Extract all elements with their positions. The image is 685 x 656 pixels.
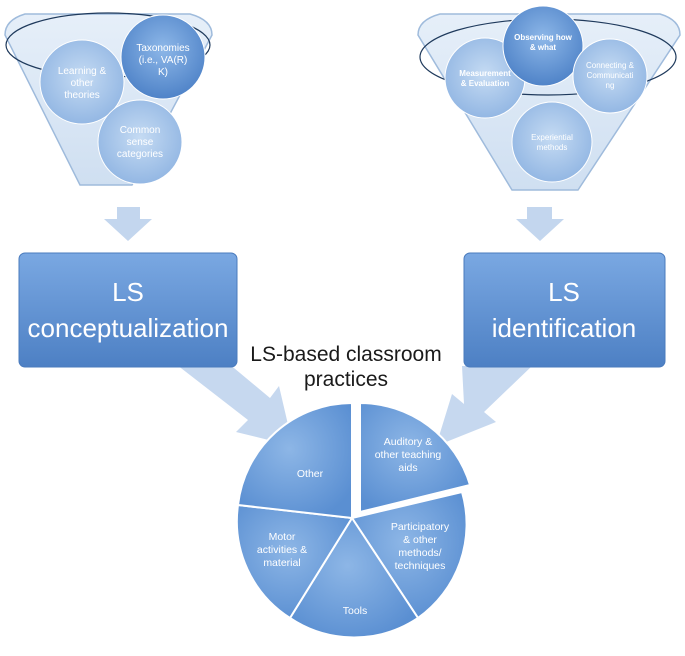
left-box-rect bbox=[18, 252, 238, 368]
taxonomies-label: Taxonomies(i.e., VA(R)K) bbox=[136, 43, 189, 78]
right-box-label: LS identification bbox=[492, 277, 637, 343]
right-box: LS identification bbox=[463, 252, 666, 368]
learning-theories-circle bbox=[39, 39, 125, 125]
measurement-label: Measurement& Evaluation bbox=[459, 69, 511, 88]
text-line: sense bbox=[127, 137, 154, 148]
pie-segment-participatory bbox=[350, 490, 468, 620]
text-line: Connecting & bbox=[586, 61, 635, 70]
text-line: Participatory bbox=[391, 521, 450, 533]
common-sense-circle bbox=[97, 99, 183, 185]
pie-segment-motor bbox=[235, 503, 354, 620]
text-line: methods bbox=[537, 143, 568, 152]
text-line: categories bbox=[117, 149, 163, 160]
text-line: LS bbox=[112, 277, 144, 307]
text-line: LS-based classroom bbox=[250, 343, 441, 366]
text-line: K) bbox=[158, 67, 168, 78]
text-line: Taxonomies bbox=[136, 43, 189, 54]
text-line: identification bbox=[492, 313, 637, 343]
observing-circle bbox=[502, 5, 584, 87]
right-box-rect bbox=[463, 252, 666, 368]
text-line: Auditory & bbox=[384, 436, 432, 448]
right-funnel: Measurement& Evaluation Observing how& w… bbox=[417, 5, 681, 191]
text-line: methods/ bbox=[398, 547, 441, 559]
text-line: Measurement bbox=[459, 69, 511, 78]
text-line: Communicati bbox=[587, 71, 634, 80]
text-line: material bbox=[263, 557, 300, 569]
text-line: & other bbox=[403, 534, 437, 546]
connecting-circle bbox=[572, 38, 648, 114]
text-line: other teaching bbox=[375, 449, 442, 461]
pie-label-tools: Tools bbox=[343, 605, 368, 617]
right-down-arrow bbox=[516, 207, 564, 241]
pie-segment-auditory bbox=[359, 401, 472, 514]
text-line: aids bbox=[398, 462, 417, 474]
text-line: Observing how bbox=[514, 33, 573, 42]
text-line: LS bbox=[548, 277, 580, 307]
left-down-arrow bbox=[104, 207, 152, 241]
text-line: Other bbox=[297, 468, 324, 480]
text-line: practices bbox=[304, 368, 388, 391]
text-line: & what bbox=[530, 43, 557, 52]
text-line: theories bbox=[64, 90, 100, 101]
text-line: activities & bbox=[257, 544, 307, 556]
text-line: other bbox=[71, 78, 94, 89]
text-line: & Evaluation bbox=[461, 79, 510, 88]
pie-label-other: Other bbox=[297, 468, 324, 480]
text-line: techniques bbox=[395, 560, 446, 572]
text-line: ng bbox=[606, 81, 615, 90]
pie-segment-other bbox=[236, 401, 353, 520]
text-line: conceptualization bbox=[28, 313, 229, 343]
left-box-label: LS conceptualization bbox=[28, 277, 229, 343]
observing-label: Observing how& what bbox=[514, 33, 573, 52]
text-line: (i.e., VA(R) bbox=[139, 55, 188, 66]
taxonomies-circle bbox=[120, 14, 206, 100]
text-line: Tools bbox=[343, 605, 368, 617]
text-line: Common bbox=[120, 125, 161, 136]
right-diagonal-arrow bbox=[436, 366, 532, 446]
text-line: Learning & bbox=[58, 66, 107, 77]
left-box: LS conceptualization bbox=[18, 252, 238, 368]
left-diagonal-arrow bbox=[168, 358, 293, 446]
text-line: Motor bbox=[269, 531, 296, 543]
experiential-circle bbox=[511, 101, 593, 183]
pie-segment-tools bbox=[288, 516, 420, 639]
text-line: Experiential bbox=[531, 133, 573, 142]
